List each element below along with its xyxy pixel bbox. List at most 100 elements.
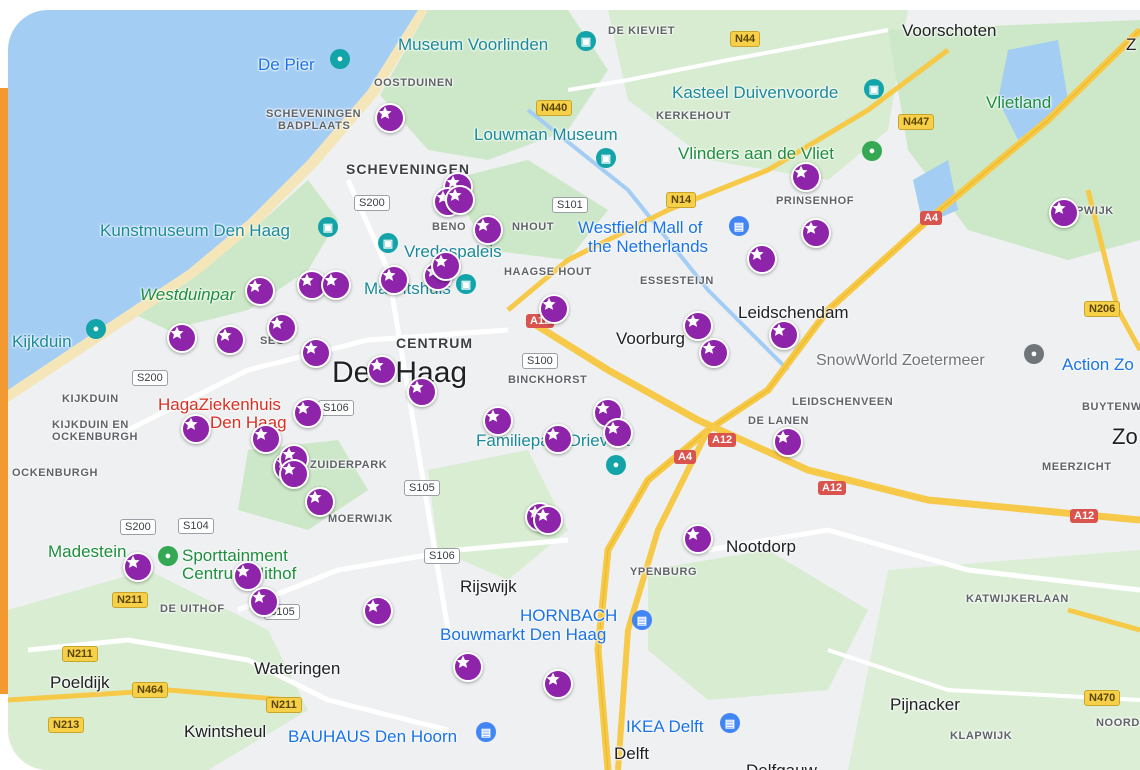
map-view[interactable]: ● ▣ ▣ ▣ ● ▣ ▤ ▣ ▣ ● ● ● ● ▤ ▤ ▤ N44 N440… xyxy=(8,10,1140,770)
map-marker[interactable] xyxy=(245,276,275,306)
neighbourhood-label: OCKENBURGH xyxy=(12,467,99,479)
road-4 xyxy=(567,28,889,92)
poi-label[interactable]: Louwman Museum xyxy=(474,125,618,144)
map-marker[interactable] xyxy=(367,355,397,385)
poi-label[interactable]: HORNBACH xyxy=(520,606,618,625)
map-marker[interactable] xyxy=(363,596,393,626)
map-marker[interactable] xyxy=(773,427,803,457)
accent-bar xyxy=(0,88,10,694)
shopping-bag-icon[interactable]: ▤ xyxy=(720,713,740,733)
museum-icon[interactable]: ▣ xyxy=(456,274,476,294)
poi-label[interactable]: SnowWorld Zoetermeer xyxy=(816,352,985,369)
poi-label[interactable]: Kunstmuseum Den Haag xyxy=(100,221,290,240)
poi-label[interactable]: Kijkduin xyxy=(12,332,72,351)
poi-label[interactable]: Madestein xyxy=(48,542,127,561)
poi-label[interactable]: IKEA Delft xyxy=(626,717,704,736)
map-marker[interactable] xyxy=(251,424,281,454)
district-label: SCHEVENINGEN xyxy=(346,161,471,177)
star-icon xyxy=(702,341,716,354)
map-marker[interactable] xyxy=(543,669,573,699)
map-marker[interactable] xyxy=(1049,198,1079,228)
poi-label[interactable]: Vlinders aan de Vliet xyxy=(678,144,834,163)
map-marker[interactable] xyxy=(453,652,483,682)
star-icon xyxy=(270,316,284,329)
map-marker[interactable] xyxy=(801,218,831,248)
poi-label[interactable]: De Pier xyxy=(258,55,315,74)
road-shield-s200: S200 xyxy=(132,370,168,386)
poi-label[interactable]: Sporttainment xyxy=(182,546,288,565)
map-marker[interactable] xyxy=(181,414,211,444)
map-marker[interactable] xyxy=(233,561,263,591)
map-marker[interactable] xyxy=(321,270,351,300)
map-marker[interactable] xyxy=(473,215,503,245)
map-marker[interactable] xyxy=(215,325,245,355)
map-marker[interactable] xyxy=(699,338,729,368)
map-marker[interactable] xyxy=(533,505,563,535)
neighbourhood-label: OCKENBURGH xyxy=(52,431,139,443)
district-label: CENTRUM xyxy=(396,335,473,351)
map-marker[interactable] xyxy=(791,162,821,192)
road-9 xyxy=(1067,607,1140,633)
map-marker[interactable] xyxy=(301,338,331,368)
location-pin-icon[interactable]: ● xyxy=(1024,344,1044,364)
neighbourhood-label: LEIDSCHENVEEN xyxy=(792,396,894,408)
map-marker[interactable] xyxy=(539,294,569,324)
map-marker[interactable] xyxy=(747,244,777,274)
map-marker[interactable] xyxy=(483,406,513,436)
map-marker[interactable] xyxy=(279,459,309,489)
museum-icon[interactable]: ▣ xyxy=(576,31,596,51)
museum-icon[interactable]: ▣ xyxy=(378,233,398,253)
poi-label[interactable]: HagaZiekenhuis xyxy=(158,395,281,414)
map-marker[interactable] xyxy=(123,552,153,582)
poi-label[interactable]: Action Zo xyxy=(1062,355,1134,374)
camera-icon[interactable]: ● xyxy=(330,49,350,69)
map-marker[interactable] xyxy=(249,587,279,617)
road-1 xyxy=(237,537,569,613)
star-icon xyxy=(536,508,550,521)
shopping-bag-icon[interactable]: ▤ xyxy=(632,610,652,630)
location-pin-icon[interactable]: ● xyxy=(158,546,178,566)
poi-label[interactable]: Kasteel Duivenvoorde xyxy=(672,83,839,102)
poi-label[interactable]: Westfield Mall of xyxy=(578,218,703,237)
museum-icon[interactable]: ▣ xyxy=(318,217,338,237)
town-label: Vlietland xyxy=(986,93,1052,112)
map-marker[interactable] xyxy=(375,103,405,133)
poi-label[interactable]: Vredespaleis xyxy=(404,242,502,261)
road-shield-a12: A12 xyxy=(1070,509,1099,523)
map-marker[interactable] xyxy=(167,323,197,353)
star-icon xyxy=(486,409,500,422)
road-shield-s200: S200 xyxy=(354,195,390,211)
neighbourhood-label: KATWIJKERLAAN xyxy=(966,593,1069,605)
map-marker[interactable] xyxy=(293,398,323,428)
museum-icon[interactable]: ▣ xyxy=(596,148,616,168)
map-marker[interactable] xyxy=(305,487,335,517)
town-label: Pijnacker xyxy=(890,695,960,714)
poi-label[interactable]: Bouwmarkt Den Haag xyxy=(440,625,607,644)
poi-label[interactable]: Museum Voorlinden xyxy=(398,35,549,54)
beach xyxy=(8,10,428,402)
star-icon xyxy=(378,106,392,119)
map-marker[interactable] xyxy=(431,251,461,281)
shopping-bag-icon[interactable]: ▤ xyxy=(476,722,496,742)
map-marker[interactable] xyxy=(379,265,409,295)
map-marker[interactable] xyxy=(683,311,713,341)
town-label: Zo xyxy=(1112,424,1138,449)
map-marker[interactable] xyxy=(267,313,297,343)
map-marker[interactable] xyxy=(543,424,573,454)
neighbourhood-label: SEG xyxy=(260,335,286,347)
museum-icon[interactable]: ▣ xyxy=(864,79,884,99)
poi-label[interactable]: the Netherlands xyxy=(588,237,709,256)
map-marker[interactable] xyxy=(407,377,437,407)
map-marker[interactable] xyxy=(445,185,475,215)
star-icon xyxy=(546,427,560,440)
shopping-bag-icon[interactable]: ▤ xyxy=(729,216,749,236)
paw-icon[interactable]: ● xyxy=(862,141,882,161)
map-marker[interactable] xyxy=(769,320,799,350)
map-marker[interactable] xyxy=(603,418,633,448)
poi-label[interactable]: Westduinpar xyxy=(140,285,236,304)
road-7 xyxy=(707,527,1140,593)
amusement-park-icon[interactable]: ● xyxy=(606,455,626,475)
map-marker[interactable] xyxy=(683,524,713,554)
camera-icon[interactable]: ● xyxy=(86,319,106,339)
poi-label[interactable]: BAUHAUS Den Hoorn xyxy=(288,727,458,746)
